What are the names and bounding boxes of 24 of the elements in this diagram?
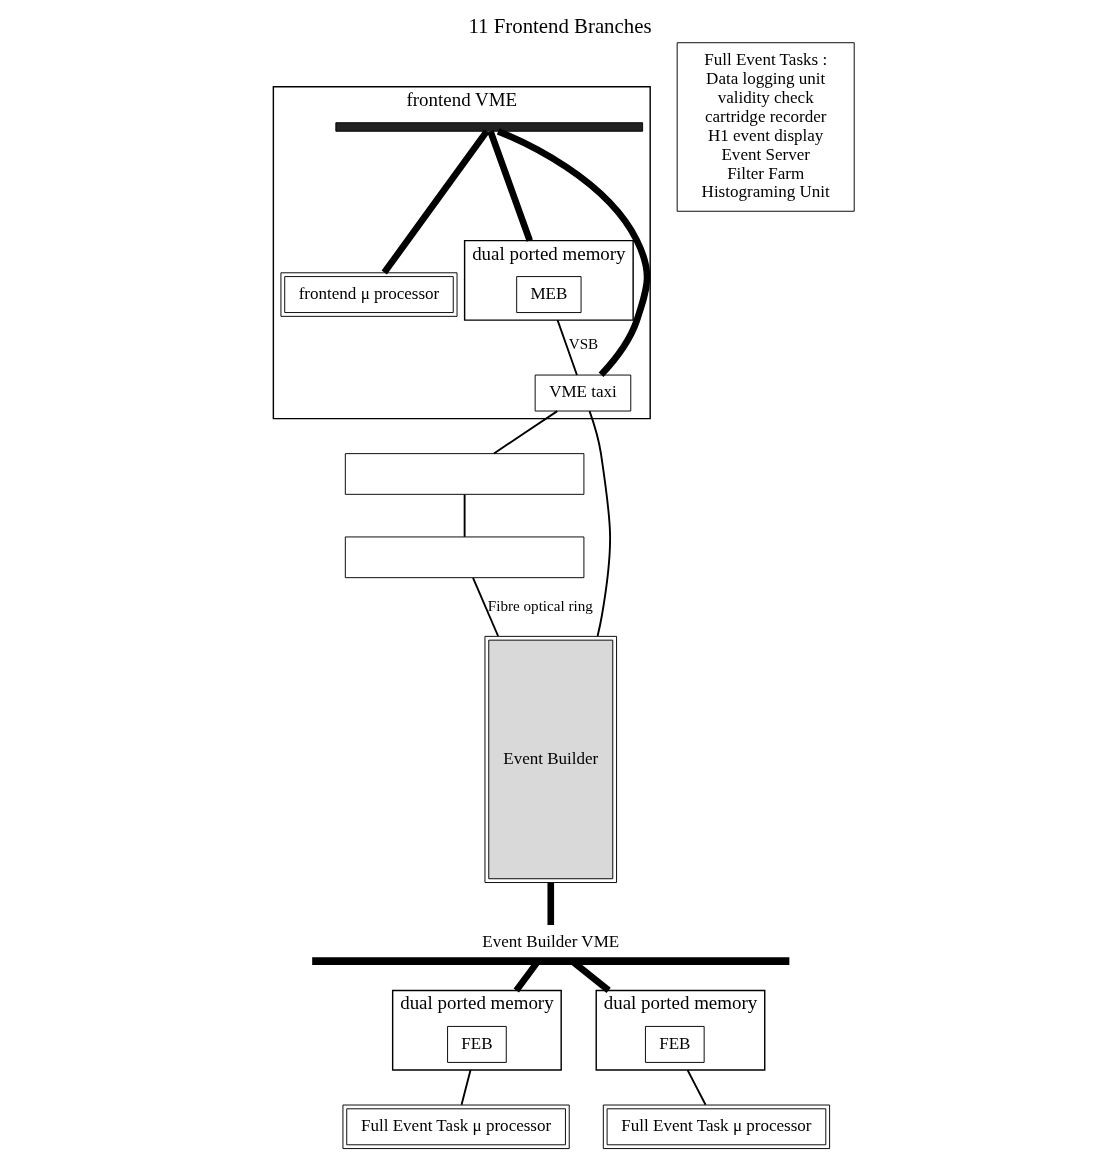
node-box: VME taxi xyxy=(534,374,632,412)
connector xyxy=(496,128,651,378)
connector xyxy=(460,1069,472,1106)
node-box: Full Event Task μ processor xyxy=(342,1104,570,1150)
connector xyxy=(588,410,611,637)
node-box: FEB xyxy=(447,1025,507,1063)
edge-label: VSB xyxy=(568,336,599,353)
node-text: Event Builder VME xyxy=(482,932,620,952)
connector xyxy=(472,576,499,637)
node-box xyxy=(344,453,585,495)
connector xyxy=(686,1069,707,1106)
connector xyxy=(463,493,466,538)
node-box: Full Event Task μ processor xyxy=(602,1104,831,1150)
connector xyxy=(493,410,559,455)
connector xyxy=(381,129,490,275)
diagram-title: 11 Frontend Branches xyxy=(468,13,652,38)
node-box xyxy=(344,536,585,579)
edge-label: Fibre optical ring xyxy=(487,597,593,614)
node-bar xyxy=(335,122,644,132)
node-box: FEB xyxy=(644,1025,705,1063)
node-box: Full Event Tasks : Data logging unit validity check cartridge recorder H1 event display Event Server Filter Farm Histograming Unit xyxy=(676,42,855,212)
connector xyxy=(556,319,578,376)
connector xyxy=(487,130,533,242)
node-box: MEB xyxy=(516,276,582,314)
